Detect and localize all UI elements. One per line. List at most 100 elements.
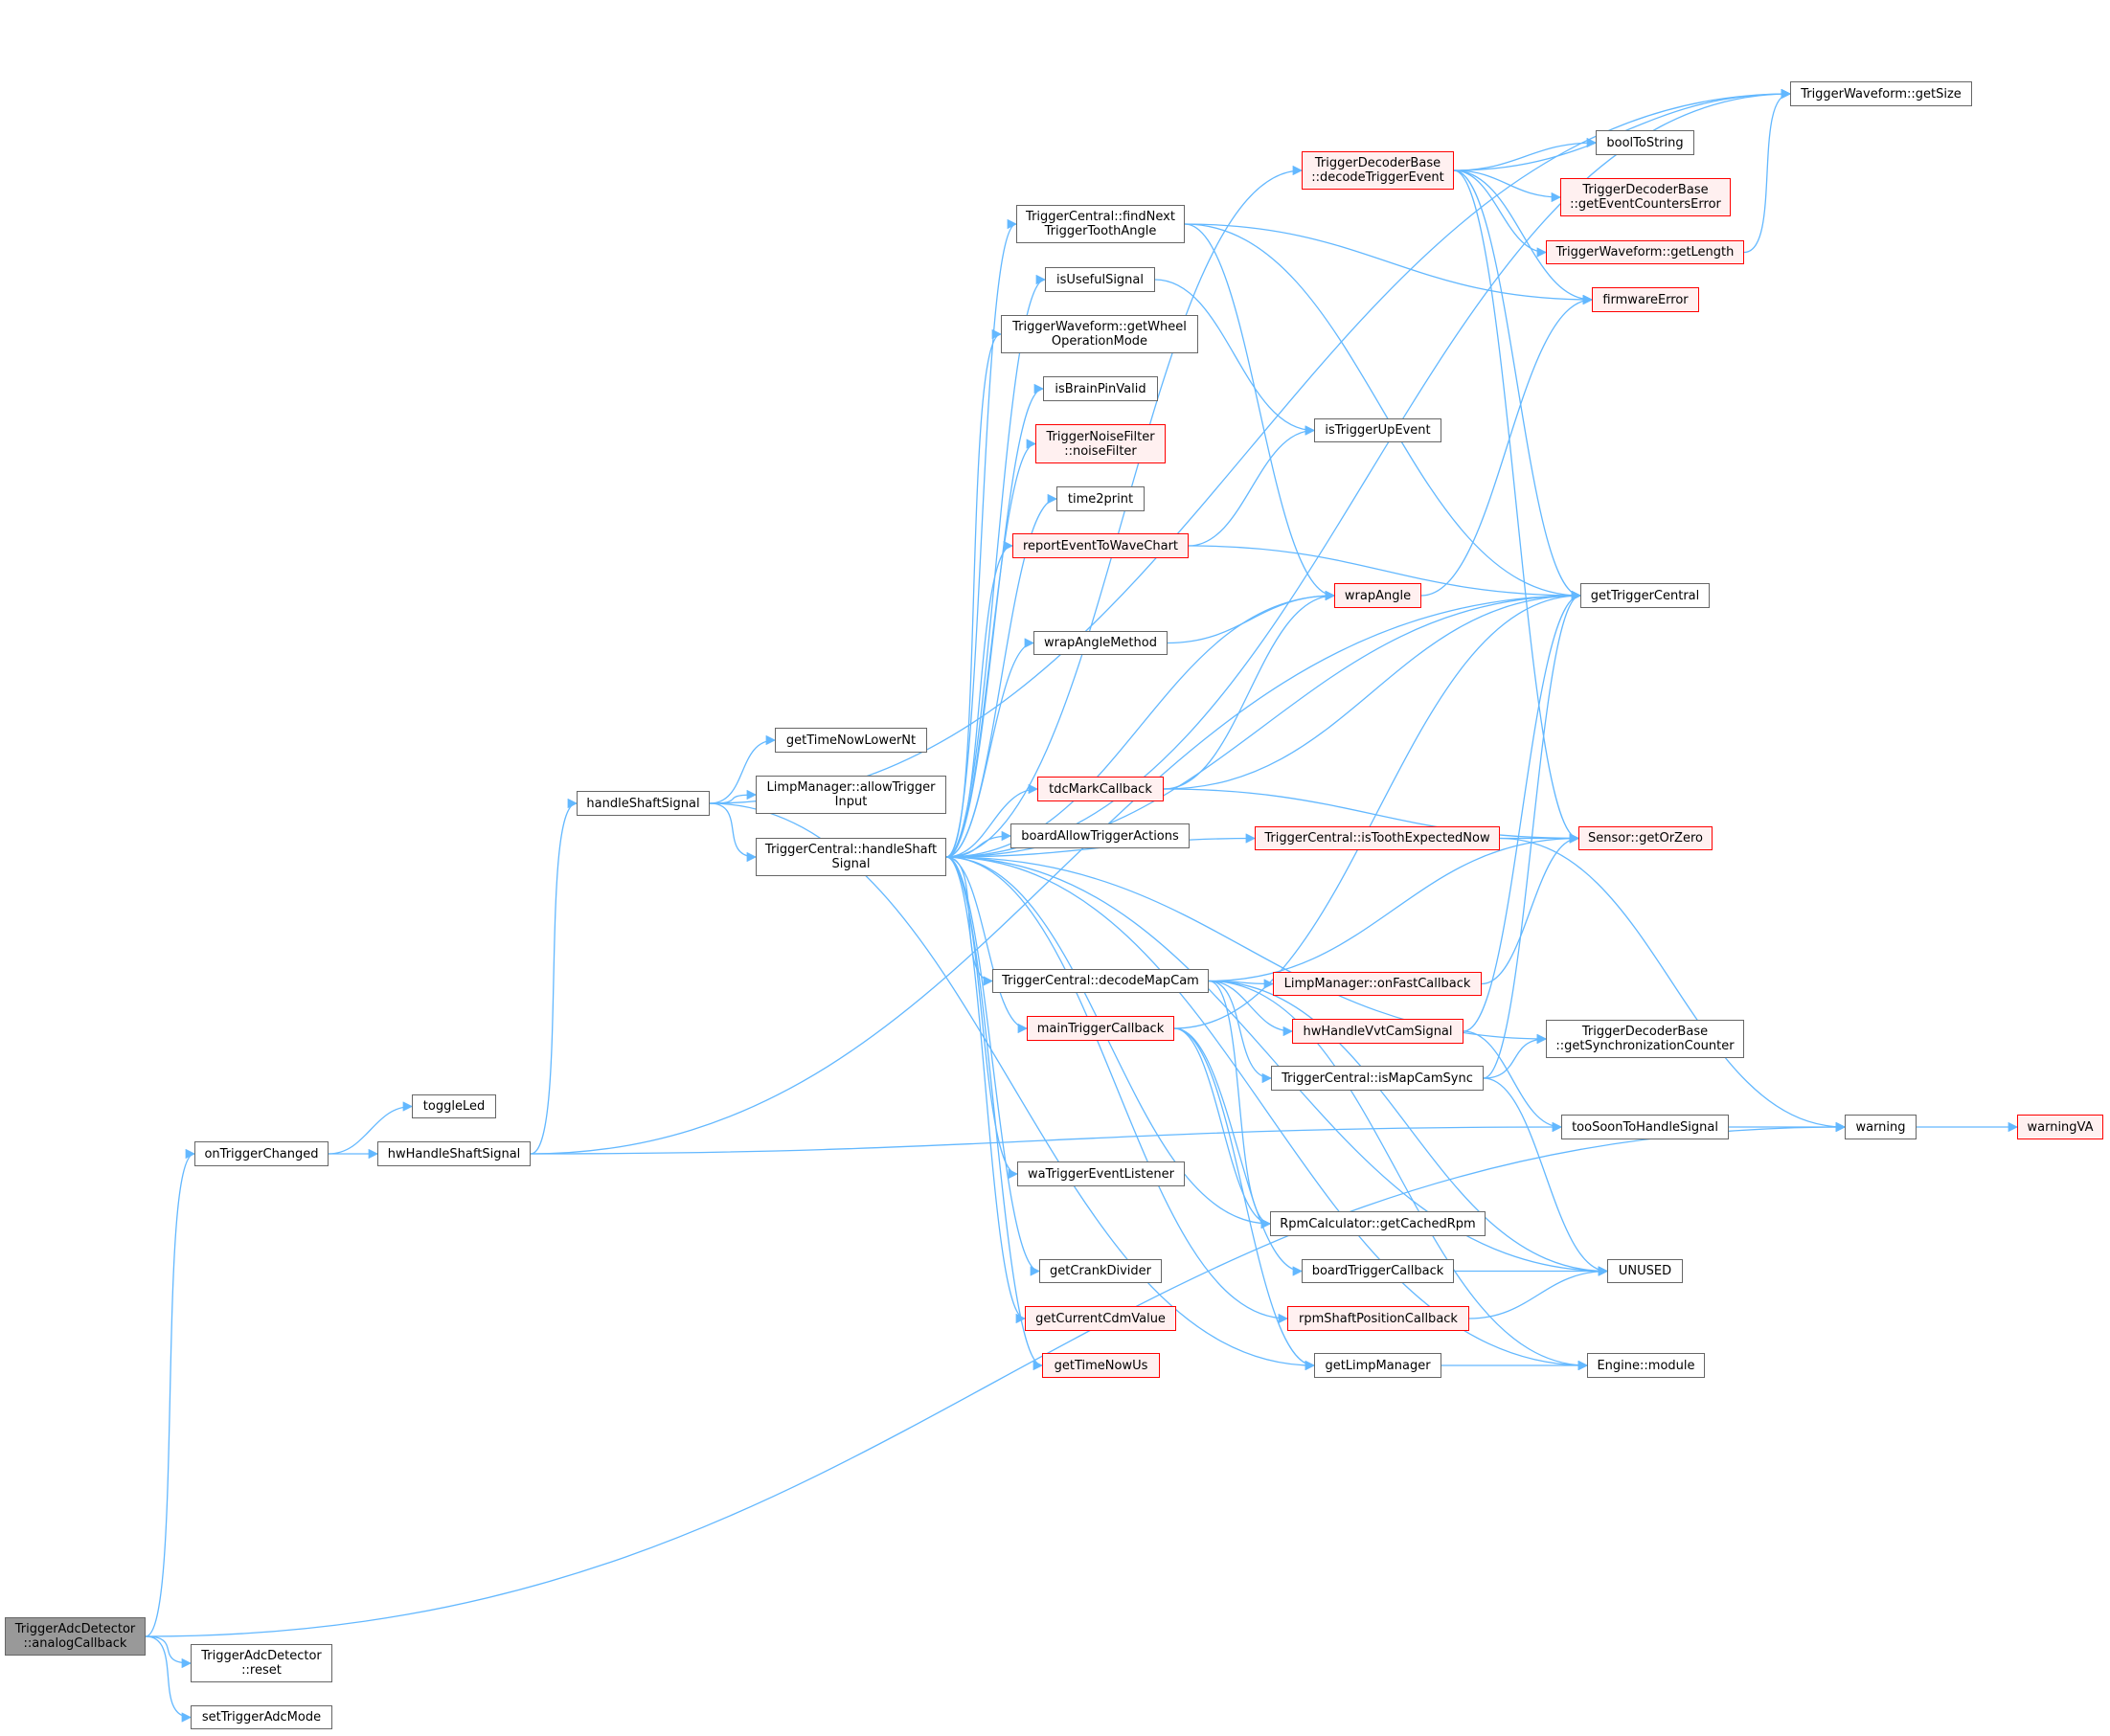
node-is-map-cam-sync[interactable]: TriggerCentral::isMapCamSync	[1271, 1066, 1484, 1091]
edge-decodeMapCam-to-hwHandleVvtCamSignal	[1208, 980, 1294, 1037]
node-handle-shaft-signal[interactable]: handleShaftSignal	[577, 791, 710, 816]
edge-analogCallback-to-onTriggerChanged	[145, 1148, 196, 1637]
node-time2print[interactable]: time2print	[1056, 486, 1145, 511]
edge-tcHandleShaftSignal-to-isUsefulSignal	[945, 274, 1047, 858]
edge-tcHandleShaftSignal-to-wrapAngleMethod	[945, 638, 1035, 858]
node-wrap-angle[interactable]: wrapAngle	[1334, 583, 1421, 608]
node-too-soon-to-handle-signal[interactable]: tooSoonToHandleSignal	[1561, 1115, 1729, 1139]
edge-decodeTriggerEvent-to-firmwareError	[1453, 169, 1594, 305]
edge-hwHandleVvtCamSignal-to-tooSoonToHandleSignal	[1463, 1030, 1563, 1133]
node-noise-filter[interactable]: TriggerNoiseFilter ::noiseFilter	[1035, 424, 1166, 463]
node-is-brain-pin-valid[interactable]: isBrainPinValid	[1043, 376, 1158, 401]
edge-reportEventToWaveChart-to-isTriggerUpEvent	[1188, 425, 1316, 547]
node-firmware-error[interactable]: firmwareError	[1592, 287, 1699, 312]
node-allow-trigger-input[interactable]: LimpManager::allowTrigger Input	[756, 776, 946, 814]
node-board-allow-trigger-actions[interactable]: boardAllowTriggerActions	[1010, 823, 1190, 848]
node-reset[interactable]: TriggerAdcDetector ::reset	[191, 1644, 332, 1682]
node-get-event-counters-error[interactable]: TriggerDecoderBase ::getEventCountersErr…	[1560, 178, 1731, 216]
edge-decodeTriggerEvent-to-getEventCountersError	[1453, 169, 1562, 203]
edge-tcHandleShaftSignal-to-UNUSED	[945, 856, 1609, 1276]
node-bool-to-string[interactable]: boolToString	[1596, 130, 1694, 155]
node-warning[interactable]: warning	[1845, 1115, 1917, 1139]
edge-decodeMapCam-to-getOrZero	[1208, 833, 1580, 982]
node-tc-handle-shaft-signal[interactable]: TriggerCentral::handleShaft Signal	[756, 838, 946, 876]
edge-tcHandleShaftSignal-to-getCurrentCdmValue	[945, 856, 1027, 1324]
node-decode-trigger-event[interactable]: TriggerDecoderBase ::decodeTriggerEvent	[1302, 151, 1454, 190]
edge-handleShaftSignal-to-tcHandleShaftSignal	[709, 802, 758, 863]
node-engine-module[interactable]: Engine::module	[1587, 1353, 1705, 1378]
edge-mainTriggerCallback-to-getLimpManager	[1173, 1027, 1316, 1371]
node-find-next[interactable]: TriggerCentral::findNext TriggerToothAng…	[1016, 205, 1185, 243]
edge-analogCallback-to-warning	[145, 1121, 1847, 1637]
node-rpm-shaft-position-callback[interactable]: rpmShaftPositionCallback	[1287, 1306, 1469, 1331]
edge-handleShaftSignal-to-getLimpManager	[709, 802, 1316, 1371]
node-is-useful-signal[interactable]: isUsefulSignal	[1045, 267, 1155, 292]
edge-wrapAngleMethod-to-wrapAngle	[1167, 590, 1336, 644]
edge-tcHandleShaftSignal-to-decodeTriggerEvent	[945, 165, 1304, 858]
node-get-trigger-central[interactable]: getTriggerCentral	[1580, 583, 1710, 608]
node-on-trigger-changed[interactable]: onTriggerChanged	[194, 1141, 329, 1166]
node-get-wheel-operation-mode[interactable]: TriggerWaveform::getWheel OperationMode	[1001, 315, 1198, 353]
node-wa-trigger-event-listener[interactable]: waTriggerEventListener	[1017, 1161, 1185, 1186]
node-get-limp-manager[interactable]: getLimpManager	[1314, 1353, 1441, 1378]
edge-analogCallback-to-reset	[145, 1635, 193, 1669]
edge-decodeMapCam-to-isMapCamSync	[1208, 980, 1273, 1084]
edge-tcHandleShaftSignal-to-rpmShaftPositionCallback	[945, 856, 1289, 1324]
edge-wrapAngle-to-firmwareError	[1420, 294, 1594, 597]
node-hw-handle-vvt-cam-signal[interactable]: hwHandleVvtCamSignal	[1292, 1019, 1463, 1044]
edge-isMapCamSync-to-getSynchronizationCounter	[1483, 1033, 1548, 1079]
node-get-cached-rpm[interactable]: RpmCalculator::getCachedRpm	[1270, 1211, 1486, 1236]
node-hw-handle-shaft-signal[interactable]: hwHandleShaftSignal	[377, 1141, 531, 1166]
node-on-fast-callback[interactable]: LimpManager::onFastCallback	[1273, 972, 1482, 996]
node-toggle-led[interactable]: toggleLed	[412, 1094, 496, 1118]
node-get-or-zero[interactable]: Sensor::getOrZero	[1578, 826, 1713, 850]
edge-decodeMapCam-to-engineModule	[1208, 980, 1589, 1371]
edge-decodeTriggerEvent-to-boolToString	[1453, 137, 1598, 171]
edge-isToothExpectedNow-to-warning	[1499, 837, 1847, 1133]
node-decode-map-cam[interactable]: TriggerCentral::decodeMapCam	[992, 969, 1209, 993]
edge-tcHandleShaftSignal-to-getCrankDivider	[945, 856, 1041, 1276]
edge-findNext-to-getTriggerCentral	[1184, 223, 1582, 601]
node-get-synchronization-counter[interactable]: TriggerDecoderBase ::getSynchronizationC…	[1546, 1020, 1744, 1058]
node-analog-callback: TriggerAdcDetector ::analogCallback	[5, 1617, 146, 1656]
edge-tdcMarkCallback-to-wrapAngle	[1163, 590, 1336, 790]
edge-tcHandleShaftSignal-to-mainTriggerCallback	[945, 856, 1029, 1034]
node-main-trigger-callback[interactable]: mainTriggerCallback	[1027, 1016, 1174, 1041]
node-get-time-now-us[interactable]: getTimeNowUs	[1042, 1353, 1160, 1378]
edge-decodeTriggerEvent-to-getOrZero	[1453, 169, 1580, 844]
edge-handleShaftSignal-to-getTimeNowLowerNt	[709, 734, 777, 804]
node-is-tooth-expected-now[interactable]: TriggerCentral::isToothExpectedNow	[1255, 826, 1500, 850]
edge-mainTriggerCallback-to-getTriggerCentral	[1173, 590, 1582, 1029]
edge-tcHandleShaftSignal-to-getTimeNowUs	[945, 856, 1044, 1371]
node-get-size[interactable]: TriggerWaveform::getSize	[1790, 81, 1972, 106]
edge-isMapCamSync-to-UNUSED	[1483, 1077, 1609, 1276]
edge-tdcMarkCallback-to-getTriggerCentral	[1163, 590, 1582, 790]
node-warning-va[interactable]: warningVA	[2017, 1115, 2103, 1139]
edge-tdcMarkCallback-to-getOrZero	[1163, 788, 1580, 844]
edge-tcHandleShaftSignal-to-getSynchronizationCounter	[945, 856, 1548, 1045]
node-wrap-angle-method[interactable]: wrapAngleMethod	[1033, 631, 1168, 655]
edge-tcHandleShaftSignal-to-engineModule	[945, 856, 1589, 1371]
edge-rpmShaftPositionCallback-to-UNUSED	[1468, 1266, 1609, 1319]
node-get-current-cdm-value[interactable]: getCurrentCdmValue	[1025, 1306, 1176, 1331]
edge-decodeTriggerEvent-to-getLength	[1453, 169, 1548, 258]
node-is-trigger-up-event[interactable]: isTriggerUpEvent	[1314, 418, 1441, 442]
node-report-event-to-wave-chart[interactable]: reportEventToWaveChart	[1012, 533, 1189, 558]
node-unused[interactable]: UNUSED	[1607, 1259, 1683, 1283]
node-set-trigger-adc-mode[interactable]: setTriggerAdcMode	[191, 1705, 332, 1729]
edge-analogCallback-to-setTriggerAdcMode	[145, 1635, 193, 1723]
edge-tcHandleShaftSignal-to-reportEventToWaveChart	[945, 540, 1014, 858]
edge-hwHandleShaftSignal-to-getTriggerCentral	[530, 590, 1582, 1155]
edge-getLength-to-getSize	[1743, 88, 1792, 254]
edge-mainTriggerCallback-to-getCachedRpm	[1173, 1027, 1272, 1229]
node-board-trigger-callback[interactable]: boardTriggerCallback	[1302, 1259, 1454, 1283]
node-get-crank-divider[interactable]: getCrankDivider	[1039, 1259, 1162, 1283]
edge-findNext-to-wrapAngle	[1184, 223, 1336, 601]
edge-onTriggerChanged-to-toggleLed	[328, 1101, 414, 1155]
node-get-time-now-lower-nt[interactable]: getTimeNowLowerNt	[775, 728, 927, 753]
node-tdc-mark-callback[interactable]: tdcMarkCallback	[1037, 777, 1164, 801]
edge-isUsefulSignal-to-isTriggerUpEvent	[1154, 279, 1316, 436]
node-get-length[interactable]: TriggerWaveform::getLength	[1546, 240, 1744, 264]
